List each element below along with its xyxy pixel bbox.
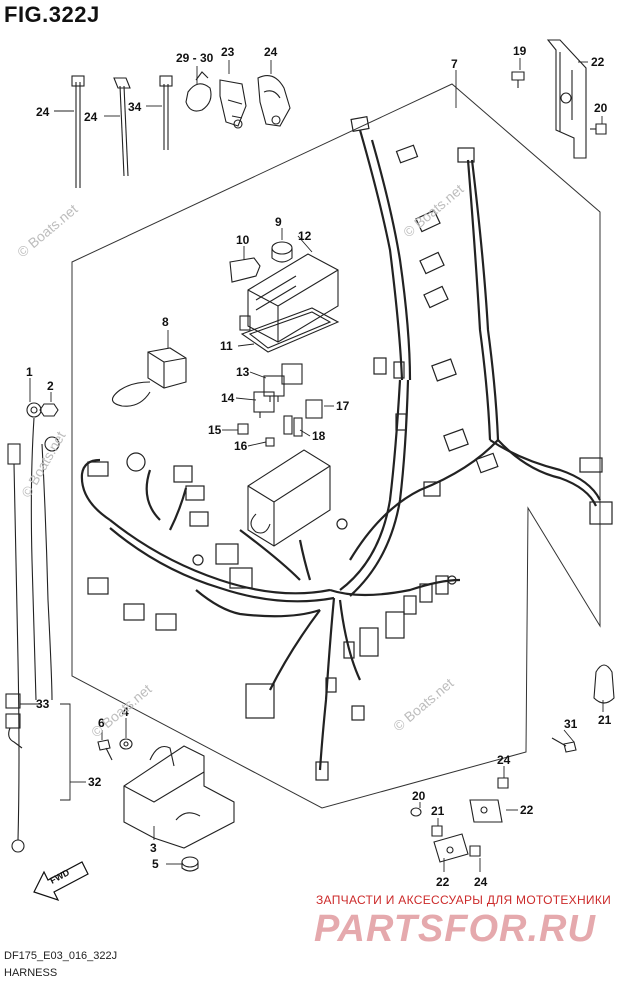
callout-4: 4 [122,705,129,719]
relay-14 [253,391,275,418]
screw-6 [97,739,113,761]
callout-22-upper: 22 [520,803,534,817]
cable-1 [26,402,42,701]
callout-5: 5 [152,857,159,871]
callout-29-30: 29 - 30 [176,51,214,65]
callout-15: 15 [208,423,222,437]
callout-32: 32 [88,775,102,789]
callout-11: 11 [220,339,233,353]
callout-26: 24 [264,45,278,59]
callout-7: 7 [451,57,458,71]
callout-20: 20 [412,789,426,803]
callout-25: 23 [221,45,235,59]
site-tagline-watermark: ЗАПЧАСТИ И АКСЕССУАРЫ ДЛЯ МОТОТЕХНИКИ [316,893,612,907]
callout-6: 6 [98,716,105,730]
callout-21: 21 [431,804,445,818]
assembly-outline [71,83,601,809]
callout-28: 24 [36,105,50,119]
clamp-26 [257,75,291,127]
bolt-24-right [590,123,607,135]
callout-33: 33 [36,697,50,711]
gasket-11 [240,307,340,353]
callout-13: 13 [236,365,250,379]
callout-1: 1 [26,365,33,379]
callout-14: 14 [221,391,235,405]
bolt-24-top [511,71,525,88]
callout-31: 31 [564,717,578,731]
junction-housing [247,449,331,547]
nut-2 [39,403,60,452]
cable-32-33 [5,443,53,853]
bracket-3 [123,745,235,849]
clamp-29-30 [185,71,212,112]
callout-24-right: 20 [594,101,608,115]
screw-31 [551,737,577,753]
callout-10: 10 [236,233,250,247]
callout-9: 9 [275,215,282,229]
callout-24-top: 19 [513,44,527,58]
figure-code: DF175_E03_016_322J [4,950,118,962]
callout-labels: 7 24 24 34 29 - 30 23 24 19 22 20 9 10 1… [26,44,612,889]
cable-tie-28 [71,75,85,188]
wire-harness-7 [80,129,601,771]
nut-21 [431,825,443,837]
callout-23: 22 [591,55,605,69]
site-brand-watermark: PARTSFOR.RU [314,908,596,950]
bolt-24-mid [497,777,509,789]
washer-4 [119,738,133,750]
callout-16: 16 [234,439,248,453]
cap-19 [593,664,615,704]
fuse-17 [305,399,323,419]
grommet-5 [181,856,199,872]
callout-3: 3 [150,841,157,855]
cable-tie-34 [159,75,173,150]
washer-20 [410,807,422,817]
callout-24-mid: 24 [497,753,511,767]
callout-34: 34 [128,100,142,114]
fuse-15 [237,423,249,435]
figure-title: FIG.322J [4,2,100,27]
callout-8: 8 [162,315,169,329]
fuse-18 [283,415,303,437]
plate-22-upper [469,799,503,823]
callout-12: 12 [298,229,312,243]
relay-8 [111,347,187,407]
cap-9 [271,241,293,263]
callout-19: 21 [598,713,612,727]
relay-13 [263,363,303,402]
leader-lines [20,58,604,872]
clamp-25 [219,79,247,129]
harness-connectors [87,116,613,781]
bolt-24-bottom [469,845,481,857]
callout-2: 2 [47,379,54,393]
bracket-23 [546,39,587,159]
fuse-16 [265,437,275,447]
callout-24-bottom: 24 [474,875,488,889]
callout-18: 18 [312,429,326,443]
cable-tie-27 [113,77,131,177]
callout-27: 24 [84,110,98,124]
plate-22-lower [433,833,469,863]
fwd-arrow-icon: FWD [33,861,89,902]
callout-17: 17 [336,399,350,413]
callout-22-lower: 22 [436,875,450,889]
figure-caption: HARNESS [4,967,58,979]
clip-10 [229,257,261,283]
